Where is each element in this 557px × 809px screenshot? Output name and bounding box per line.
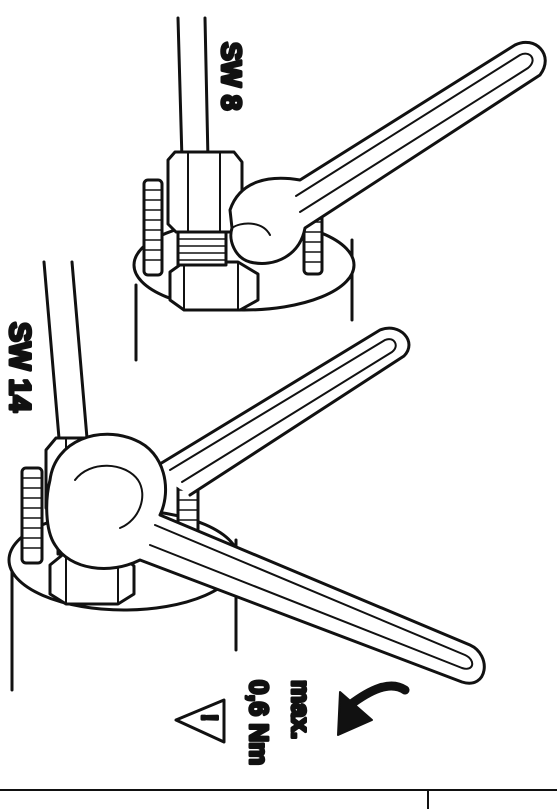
- label-torque-value: 0,6 Nm: [244, 680, 274, 765]
- wrench-sw14-rear: [148, 326, 411, 497]
- lower-assembly: [7, 260, 486, 692]
- frame-line: [0, 789, 557, 809]
- upper-base-nut: [168, 260, 260, 312]
- curved-arrow-icon: [337, 681, 410, 736]
- lower-stud-left: [20, 466, 44, 565]
- lower-pipe: [42, 260, 90, 452]
- upper-pipe: [176, 16, 210, 162]
- label-sw14: SW 14: [3, 322, 36, 412]
- wrench-sw8: [228, 40, 547, 265]
- warning-triangle-icon: [174, 698, 226, 744]
- label-torque-max: max.: [286, 680, 316, 739]
- upper-stud-left: [142, 178, 164, 277]
- warning-exclamation: !: [197, 714, 222, 721]
- upper-assembly: [132, 16, 547, 362]
- label-sw8: SW 8: [216, 42, 247, 110]
- wrench-sw14-front: [45, 432, 486, 685]
